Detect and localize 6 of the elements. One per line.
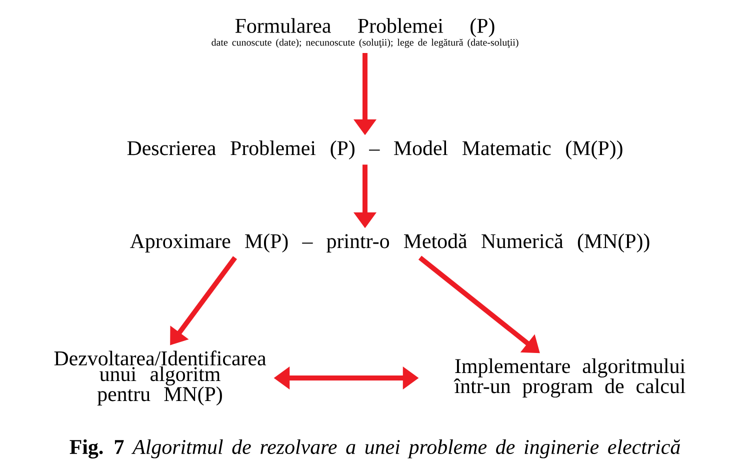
step-text: Formularea Problemei (P) date cunoscute (date); necunoscute (soluţii); lege de legătură (date-soluţii) xyxy=(212,18,518,48)
caption: Fig. 7 Algoritmul de rezolvare a unei probleme de inginerie electrică xyxy=(70,439,680,458)
step-text: Implementare algoritmului într-un program de calcul xyxy=(454,358,686,398)
step-text: Dezvoltarea/Identificarea unui algoritm pentru MN(P) xyxy=(54,350,266,406)
step-text: Descrierea Problemei (P) – Model Matematic (M(P)) xyxy=(127,140,622,160)
step-text: Aproximare M(P) – printr-o Metodă Numerică (MN(P)) xyxy=(130,234,650,252)
